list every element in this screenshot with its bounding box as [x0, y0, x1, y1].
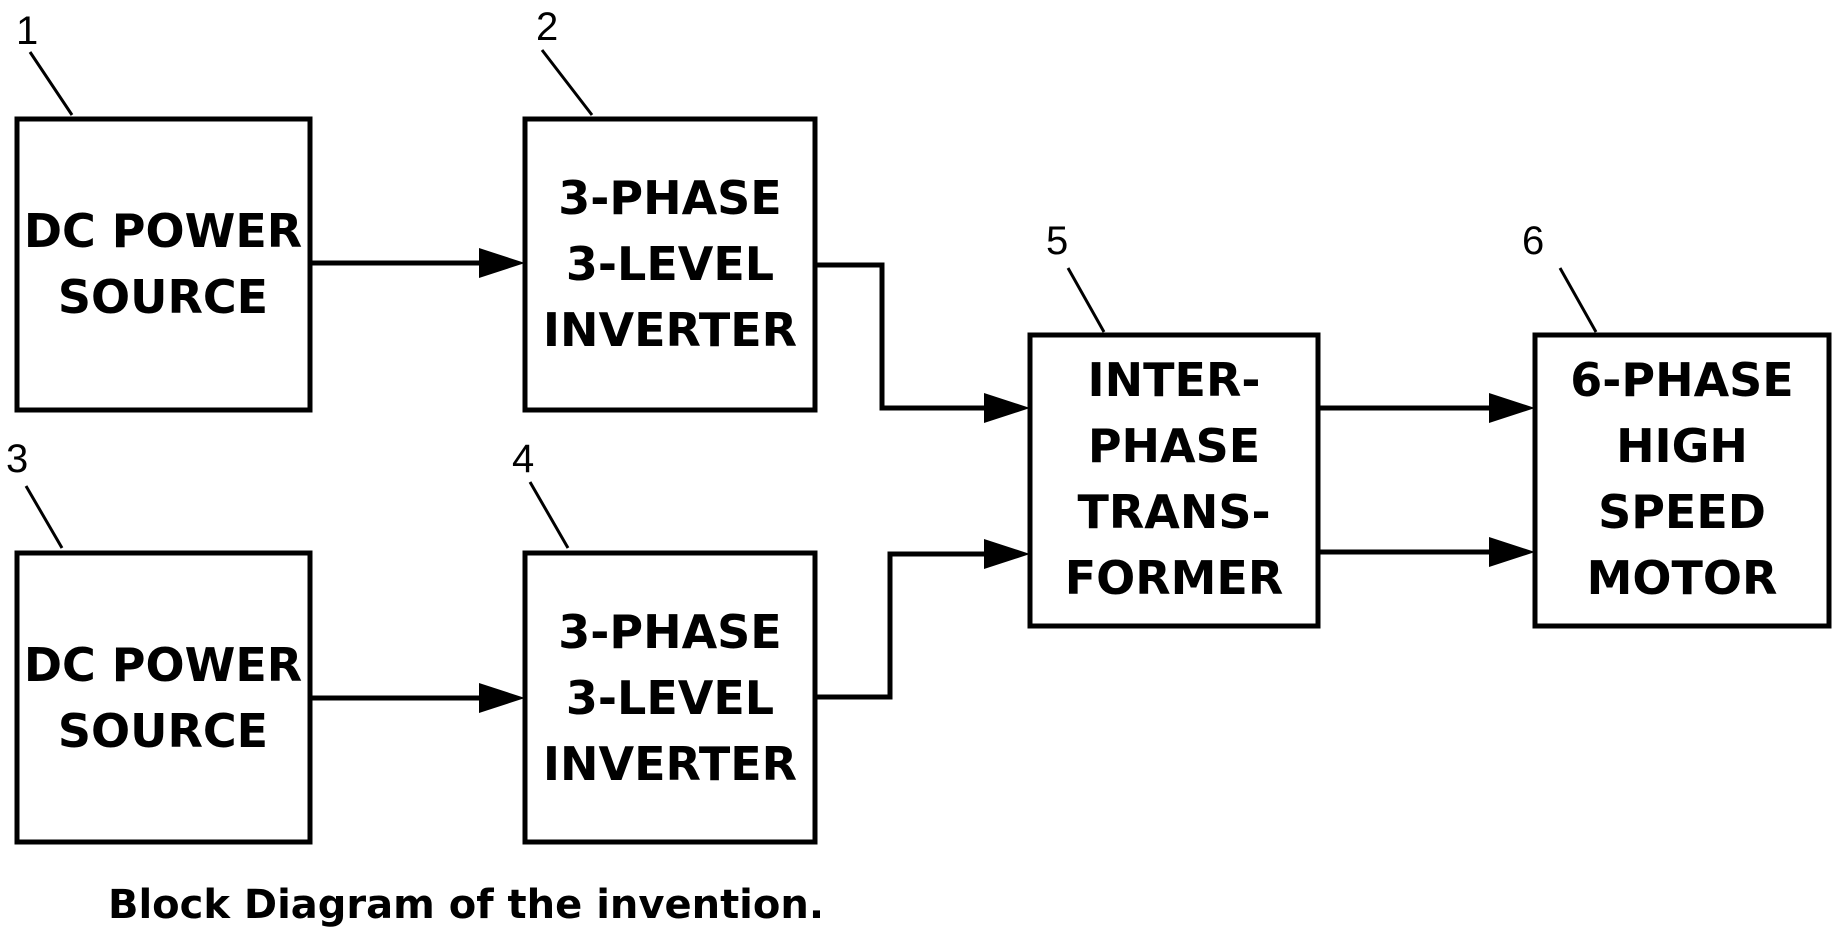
arrowhead-inverter-4-input	[479, 683, 525, 713]
block-label-5-line-3: TRANS-	[1077, 485, 1270, 539]
block-interphase-transformer-5: 5 INTER- PHASE TRANS- FORMER	[1030, 219, 1318, 626]
block-box-3	[17, 553, 310, 842]
ref-number-5: 5	[1046, 219, 1068, 263]
block-label-6-line-3: SPEED	[1598, 485, 1766, 539]
block-label-5-line-1: INTER-	[1088, 353, 1261, 407]
block-label-6-line-2: HIGH	[1616, 419, 1748, 473]
block-label-5-line-4: FORMER	[1065, 551, 1284, 605]
wire-inverter-2-to-transformer-5	[815, 265, 995, 408]
block-label-2-line-2: 3-LEVEL	[566, 237, 774, 291]
leader-line-6	[1560, 268, 1596, 332]
block-inverter-4: 4 3-PHASE 3-LEVEL INVERTER	[512, 437, 815, 842]
arrowhead-motor-6-input-top	[1489, 393, 1535, 423]
arrowhead-transformer-5-input-top	[984, 393, 1030, 423]
block-label-2-line-3: INVERTER	[543, 303, 797, 357]
block-dc-power-source-3: 3 DC POWER SOURCE	[6, 437, 310, 842]
leader-line-2	[542, 50, 592, 115]
block-label-1-line-2: SOURCE	[58, 270, 268, 324]
ref-number-1: 1	[16, 9, 38, 53]
arrowhead-transformer-5-input-bottom	[984, 539, 1030, 569]
block-inverter-2: 2 3-PHASE 3-LEVEL INVERTER	[525, 5, 815, 410]
arrowhead-inverter-2-input	[479, 248, 525, 278]
block-label-1-line-1: DC POWER	[24, 204, 302, 258]
ref-number-3: 3	[6, 437, 28, 481]
block-label-6-line-4: MOTOR	[1587, 551, 1778, 605]
block-label-3-line-2: SOURCE	[58, 704, 268, 758]
block-label-4-line-2: 3-LEVEL	[566, 671, 774, 725]
connections	[310, 248, 1535, 713]
leader-line-1	[30, 52, 72, 115]
block-box-1	[17, 119, 310, 410]
block-motor-6: 6 6-PHASE HIGH SPEED MOTOR	[1522, 219, 1829, 626]
block-label-4-line-1: 3-PHASE	[558, 605, 781, 659]
ref-number-6: 6	[1522, 219, 1544, 263]
leader-line-3	[26, 486, 62, 548]
block-label-4-line-3: INVERTER	[543, 737, 797, 791]
block-label-3-line-1: DC POWER	[24, 638, 302, 692]
block-label-6-line-1: 6-PHASE	[1570, 353, 1793, 407]
ref-number-2: 2	[536, 5, 558, 49]
leader-line-5	[1068, 268, 1104, 332]
ref-number-4: 4	[512, 437, 534, 481]
wire-inverter-4-to-transformer-5	[815, 554, 995, 697]
arrowhead-motor-6-input-bottom	[1489, 537, 1535, 567]
block-label-2-line-1: 3-PHASE	[558, 171, 781, 225]
block-label-5-line-2: PHASE	[1088, 419, 1260, 473]
figure-caption: Block Diagram of the invention.	[108, 882, 824, 928]
leader-line-4	[530, 482, 568, 548]
block-dc-power-source-1: 1 DC POWER SOURCE	[16, 9, 310, 410]
